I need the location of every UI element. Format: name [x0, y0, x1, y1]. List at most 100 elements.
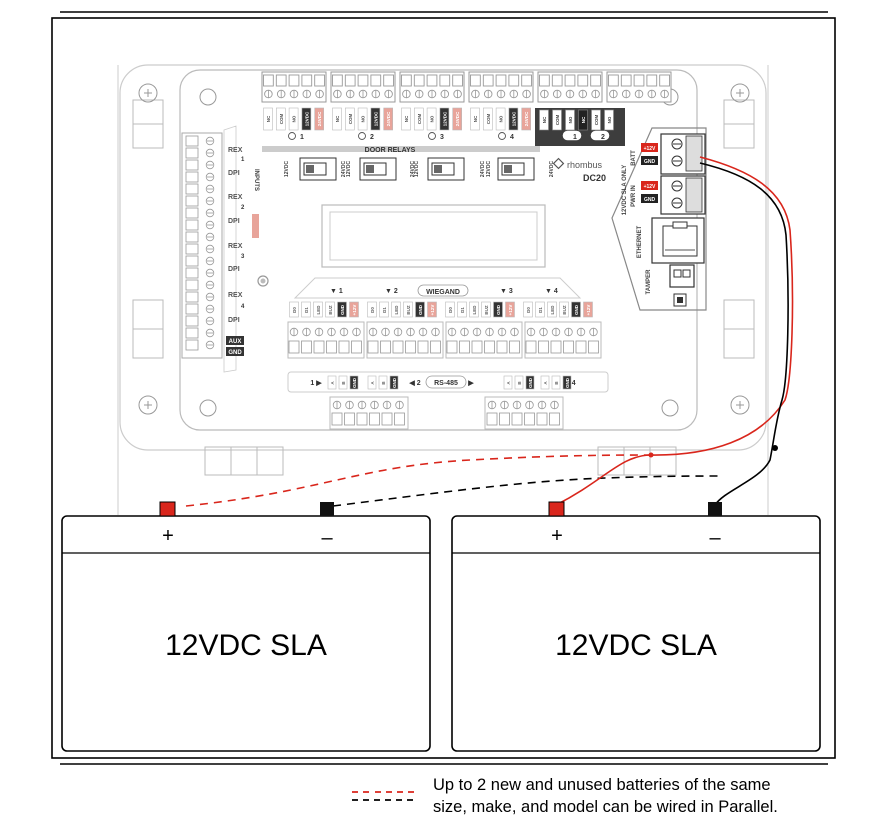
wiegand-pin-label: GND	[496, 304, 501, 315]
relay-pin-label: 12VDC	[304, 111, 309, 126]
rs485-pin-label: B	[517, 381, 522, 385]
rs485-number: 1 ▶	[310, 380, 322, 387]
input-number: 3	[241, 254, 245, 260]
voltage-label: 12VDC	[346, 161, 352, 178]
input-number: 4	[241, 304, 245, 310]
splice-point	[772, 445, 778, 451]
svg-text:GND: GND	[644, 159, 656, 165]
relay-pin-label: COM	[279, 114, 284, 125]
negative-wire	[699, 162, 789, 506]
negative-sign: –	[709, 527, 721, 549]
wiegand-pin-label: LED	[394, 305, 399, 315]
input-label: DPI	[228, 218, 240, 225]
wiegand-pin-label: BUZ	[328, 305, 333, 314]
battery-label: 12VDC SLA	[555, 629, 717, 662]
input-aux-label: AUX	[229, 339, 242, 345]
wiegand-pin-label: +12V	[586, 305, 591, 316]
batt-label: BATT	[631, 150, 637, 166]
wiegand-pin-label: D0	[526, 307, 531, 313]
relay-pin-label: 12VDC	[373, 111, 378, 126]
relay-pin-label: COM	[348, 114, 353, 125]
input-label: REX	[228, 194, 243, 201]
wiegand-pin-label: +12V	[508, 305, 513, 316]
parallel-negative-wire-dashed	[332, 475, 721, 507]
input-label: DPI	[228, 266, 240, 273]
relay-pin-label: NC	[404, 115, 409, 122]
relay-pin-label: NO	[292, 115, 297, 122]
power-module: +12V GND +12V GND BATT PWR IN 12VDC SLA …	[611, 127, 707, 311]
svg-text:GND: GND	[644, 197, 656, 203]
relay-pin-label: 12VDC	[442, 111, 447, 126]
rs485-pin-label: GND	[565, 377, 570, 388]
sla-only-label: 12VDC SLA ONLY	[622, 165, 628, 216]
relay-pin-label: NO	[499, 115, 504, 122]
relay-terminal-blocks	[261, 71, 672, 103]
voltage-label: 12VDC	[414, 161, 420, 178]
input-gnd-label: GND	[228, 350, 242, 356]
wiegand-pin-label: GND	[340, 304, 345, 315]
wiegand-pin-label: GND	[418, 304, 423, 315]
brand-logo: rhombus DC20	[552, 157, 606, 183]
relay-pin-label: COM	[486, 114, 491, 125]
terminal-block	[537, 71, 603, 103]
batt-plus12v-tag	[641, 143, 658, 152]
relay-pin-label: 24VDC	[317, 111, 322, 126]
wiegand-pin-label: D0	[370, 307, 375, 313]
brand-name: rhombus	[567, 160, 603, 170]
aux-pin-label: NC	[581, 116, 586, 123]
legend: Up to 2 new and unused batteries of the …	[352, 776, 778, 816]
mounting-screw-icon	[730, 83, 750, 103]
wiegand-number: ▼ 4	[545, 288, 558, 295]
relay-pin-label: COM	[417, 114, 422, 125]
model-name: DC20	[583, 173, 606, 183]
mounting-screw-icon	[730, 395, 750, 415]
wiegand-pin-label: D0	[448, 307, 453, 313]
wiegand-pin-label: D1	[304, 307, 309, 313]
input-number: 2	[241, 205, 245, 211]
terminal-block	[606, 71, 672, 103]
wiegand-number: ▼ 2	[385, 288, 398, 295]
pwr-gnd-tag	[641, 194, 658, 203]
input-label: REX	[228, 243, 243, 250]
wiegand-pin-label: +12V	[430, 305, 435, 316]
input-label: REX	[228, 292, 243, 299]
door-relays-label: DOOR RELAYS	[365, 147, 416, 154]
input-label: DPI	[228, 317, 240, 324]
rs485-pin-label: B	[341, 381, 346, 385]
rs485-pin-label: A	[543, 381, 548, 385]
wiegand-pin-label: D0	[292, 307, 297, 313]
aux-pin-label: COM	[555, 115, 560, 126]
rs485-label: RS-485	[434, 380, 458, 387]
aux-label: AUX	[573, 147, 588, 154]
negative-sign: –	[321, 527, 333, 549]
wiegand-pin-label: +12V	[352, 305, 357, 316]
voltage-label: 24VDC	[410, 161, 416, 178]
aux-number: 2	[601, 134, 605, 141]
relay-pin-label: 12VDC	[511, 111, 516, 126]
aux-pin-label: NO	[607, 116, 612, 123]
aux-pin-label: NO	[568, 116, 573, 123]
pwr-plus12v-tag	[641, 181, 658, 190]
parallel-positive-wire-dashed	[185, 454, 651, 507]
voltage-label: 24VDC	[549, 161, 555, 178]
positive-sign: +	[551, 525, 563, 547]
relay-pin-label: NC	[266, 115, 271, 122]
voltage-label: 24VDC	[341, 161, 347, 178]
back-plate	[119, 64, 767, 476]
rs485-terminal-blocks	[329, 396, 564, 430]
aux-pin-label: COM	[594, 115, 599, 126]
rs485-pin-label: B	[381, 381, 386, 385]
relay-number: 3	[440, 134, 444, 141]
wiegand-pin-label: D1	[460, 307, 465, 313]
rs485-pin-label: A	[506, 381, 511, 385]
wiegand-pin-label: BUZ	[406, 305, 411, 314]
wiegand-pin-label: LED	[316, 305, 321, 315]
legend-line-1: Up to 2 new and unused batteries of the …	[433, 776, 771, 794]
voltage-jumpers	[299, 157, 535, 181]
